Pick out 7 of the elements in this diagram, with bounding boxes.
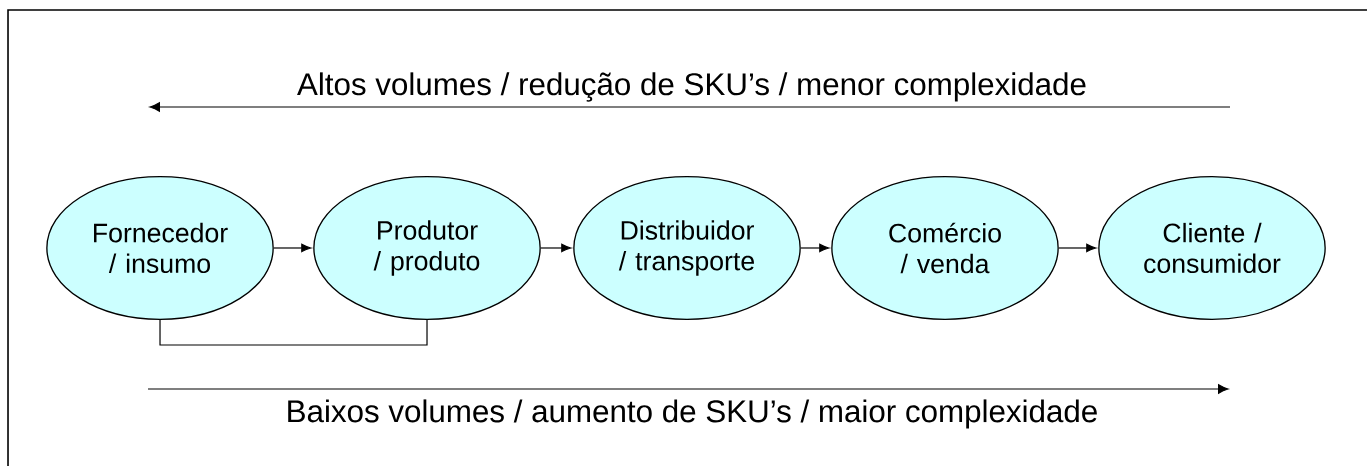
arrow [273, 243, 312, 253]
arrow [540, 243, 572, 253]
arrow [1058, 243, 1097, 253]
direction-label: Baixos volumes / aumento de SKU’s / maior complexidade [288, 399, 1097, 429]
arrow [800, 243, 830, 253]
bracket-line [159, 319, 428, 346]
direction-label: Altos volumes / redução de SKU’s / menor complexidade [297, 72, 1086, 102]
